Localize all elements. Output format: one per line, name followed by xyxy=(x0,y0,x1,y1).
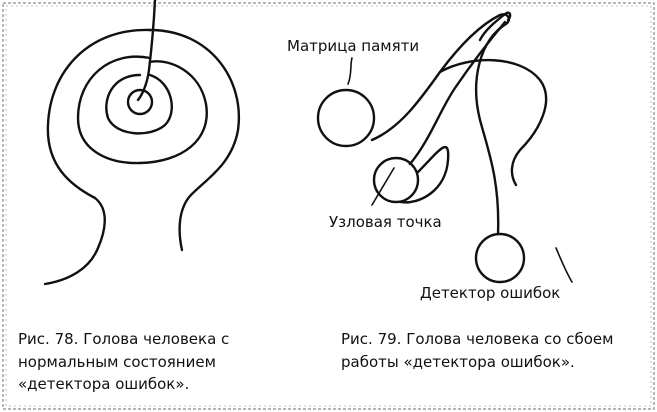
fig78-inner-circle xyxy=(126,88,154,116)
leader-node-point xyxy=(371,167,395,206)
fig78-caption-line2: нормальным состоянием xyxy=(18,352,216,371)
fig79-thread-top xyxy=(478,11,512,42)
fig79-thread-loop xyxy=(398,145,450,204)
leader-error-detector xyxy=(555,247,573,283)
fig79-caption: Рис. 79. Голова человека со сбоем работы… xyxy=(341,328,613,373)
fig78-outer-spiral xyxy=(76,55,208,165)
fig79-head xyxy=(316,11,548,284)
leader-lines xyxy=(347,57,573,283)
fig78-caption: Рис. 78. Голова человека с нормальным со… xyxy=(18,328,229,396)
zigzag-border-inner xyxy=(5,5,652,407)
error-detector-label: Детектор ошибок xyxy=(420,284,561,302)
fig78-caption-line1: Рис. 78. Голова человека с xyxy=(18,330,230,348)
fig78-head-outline-right xyxy=(148,28,241,252)
fig79-thread-right xyxy=(438,58,548,187)
fig79-caption-line1: Рис. 79. Голова человека со сбоем xyxy=(341,330,614,348)
fig78-thread xyxy=(136,0,157,102)
fig79-thread-node xyxy=(408,20,507,166)
node-point-label: Узловая точка xyxy=(329,213,442,231)
fig78-head-outline xyxy=(43,28,152,286)
fig78-head xyxy=(43,0,241,286)
memory-matrix-label: Матрица памяти xyxy=(287,37,420,55)
leader-memory-matrix xyxy=(347,57,353,85)
error-detector-circle xyxy=(474,232,526,284)
fig79-caption-line2: работы «детектора ошибок». xyxy=(341,352,575,371)
fig78-middle-spiral xyxy=(105,73,173,135)
memory-matrix-circle xyxy=(316,88,376,148)
fig78-caption-line3: «детектора ошибок». xyxy=(18,375,190,393)
node-point-circle xyxy=(372,156,420,204)
